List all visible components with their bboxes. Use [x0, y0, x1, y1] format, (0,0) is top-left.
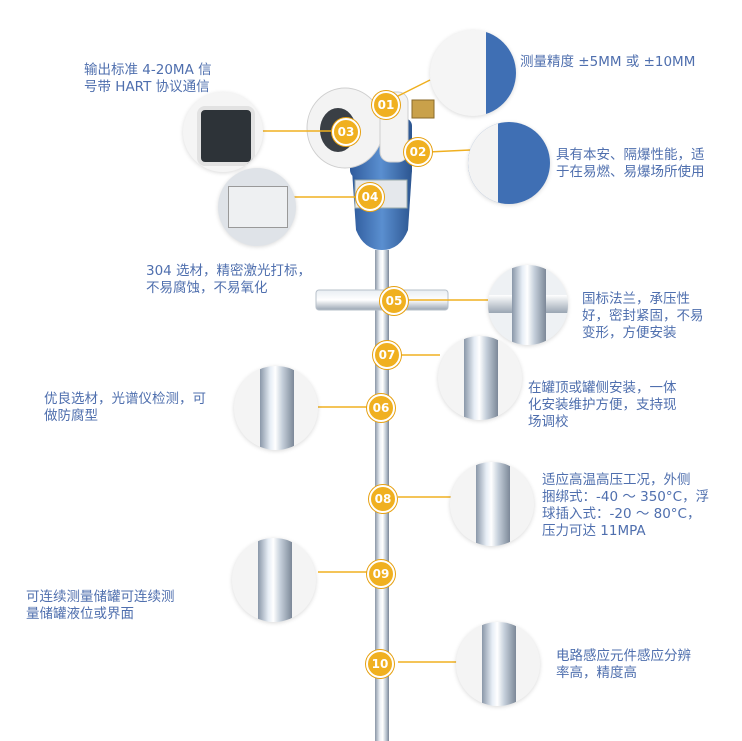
- detail-cap-top: [430, 30, 516, 116]
- badge-08: 08: [369, 485, 397, 513]
- detail-nameplate: [218, 168, 296, 246]
- detail-cap-left: [183, 92, 263, 172]
- detail-body-right: [468, 122, 550, 204]
- badge-10: 10: [366, 650, 394, 678]
- badge-04: 04: [356, 183, 384, 211]
- feature-material304: 304 选材，精密激光打标， 不易腐蚀，不易氧化: [146, 263, 312, 296]
- badge-05: 05: [380, 287, 408, 315]
- badge-01: 01: [372, 91, 400, 119]
- badge-07: 07: [373, 341, 401, 369]
- feature-output: 输出标准 4-20MA 信 号带 HART 协议通信: [84, 62, 212, 95]
- badge-02: 02: [404, 138, 432, 166]
- badge-06: 06: [367, 394, 395, 422]
- feature-continuous: 可连续测量储罐可连续测 量储罐液位或界面: [26, 589, 175, 622]
- detail-flange: [488, 265, 568, 345]
- detail-rod-7: [438, 336, 522, 420]
- badge-09: 09: [367, 560, 395, 588]
- detail-rod-8: [450, 462, 534, 546]
- feature-explosion: 具有本安、隔爆性能，适 于在易燃、易爆场所使用: [556, 147, 705, 180]
- feature-spectro: 优良选材，光谱仪检测，可 做防腐型: [44, 391, 206, 424]
- detail-rod-9: [232, 538, 316, 622]
- feature-sensor: 电路感应元件感应分辨 率高，精度高: [556, 648, 691, 681]
- badge-03: 03: [332, 118, 360, 146]
- feature-hightemp: 适应高温高压工况，外侧 捆绑式：-40 ～ 350°C，浮 球插入式：-20 ～…: [542, 472, 710, 539]
- feature-precision: 测量精度 ±5MM 或 ±10MM: [520, 54, 696, 70]
- feature-install: 在罐顶或罐侧安装，一体 化安装维护方便，支持现 场调校: [528, 380, 677, 430]
- detail-rod-10: [456, 622, 540, 706]
- feature-flange: 国标法兰，承压性 好，密封紧固，不易 变形，方便安装: [582, 291, 704, 341]
- detail-rod-6: [234, 366, 318, 450]
- cable-gland: [411, 99, 435, 119]
